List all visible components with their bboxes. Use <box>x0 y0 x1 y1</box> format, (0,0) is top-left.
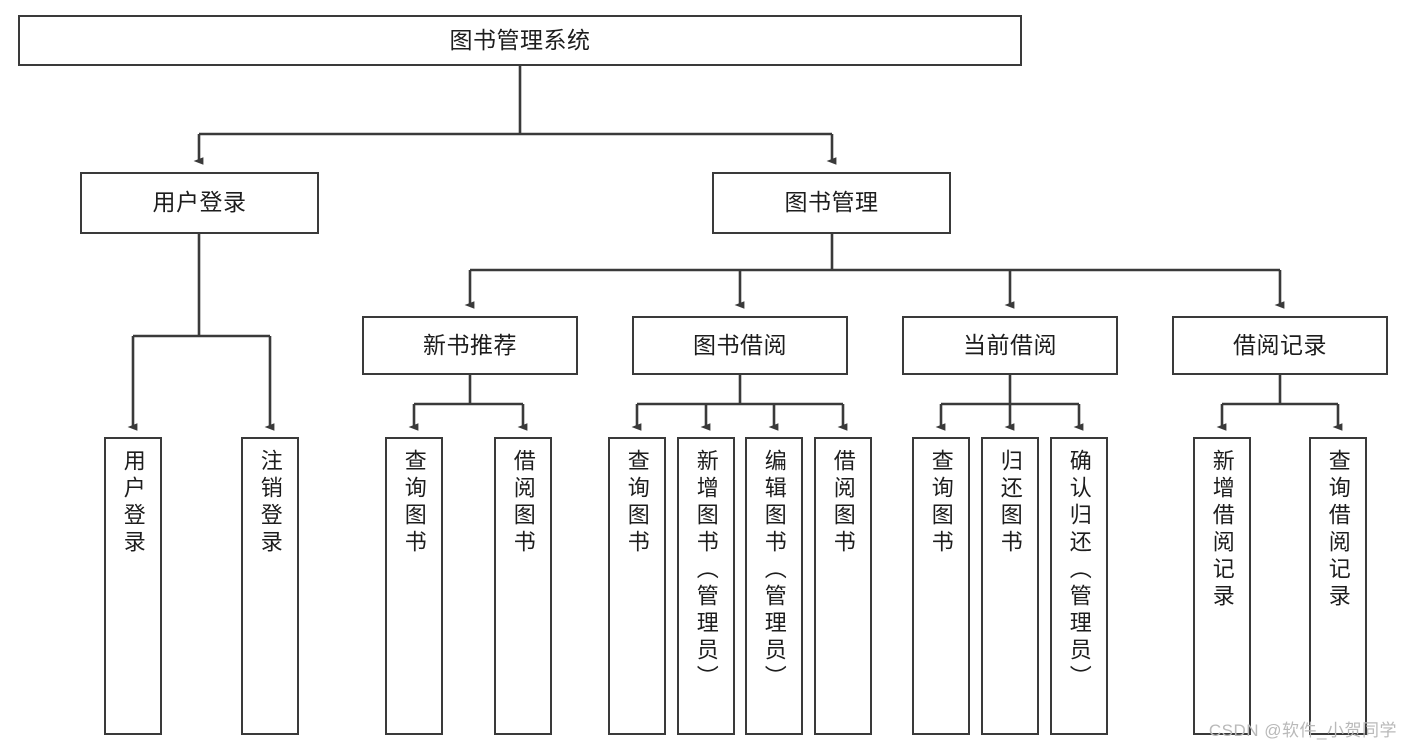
leaf-label: 确认归还（管理员） <box>1066 449 1092 692</box>
leaf-label: 查询图书 <box>928 449 954 557</box>
node-new-book-recommend[interactable]: 新书推荐 <box>362 316 578 375</box>
leaf-label: 归还图书 <box>997 449 1023 557</box>
node-label: 借阅记录 <box>1233 331 1327 358</box>
leaf-borrow-record-query-record[interactable]: 查询借阅记录 <box>1309 437 1367 735</box>
node-label: 图书管理系统 <box>449 26 591 53</box>
leaf-current-borrow-return-book[interactable]: 归还图书 <box>981 437 1039 735</box>
watermark: CSDN @软件_小贺同学 <box>1208 721 1397 740</box>
node-label: 当前借阅 <box>963 331 1057 358</box>
leaf-book-borrow-edit-book-admin[interactable]: 编辑图书（管理员） <box>745 437 803 735</box>
node-current-borrow[interactable]: 当前借阅 <box>902 316 1118 375</box>
node-label: 图书借阅 <box>693 331 787 358</box>
leaf-label: 注销登录 <box>257 449 283 557</box>
leaf-label: 新增图书（管理员） <box>693 449 719 692</box>
leaf-label: 编辑图书（管理员） <box>761 449 787 692</box>
leaf-current-borrow-query-book[interactable]: 查询图书 <box>912 437 970 735</box>
leaf-book-borrow-add-book-admin[interactable]: 新增图书（管理员） <box>677 437 735 735</box>
leaf-label: 借阅图书 <box>830 449 856 557</box>
node-root-book-management-system[interactable]: 图书管理系统 <box>18 15 1022 66</box>
node-label: 用户登录 <box>152 189 247 216</box>
leaf-label: 新增借阅记录 <box>1209 449 1235 611</box>
leaf-label: 查询借阅记录 <box>1325 449 1351 611</box>
node-book-borrow[interactable]: 图书借阅 <box>632 316 848 375</box>
leaf-label: 借阅图书 <box>510 449 536 557</box>
node-user-login[interactable]: 用户登录 <box>80 172 319 234</box>
leaf-borrow-record-add-record[interactable]: 新增借阅记录 <box>1193 437 1251 735</box>
leaf-new-book-borrow-book[interactable]: 借阅图书 <box>494 437 552 735</box>
leaf-user-login-login[interactable]: 用户登录 <box>104 437 162 735</box>
leaf-book-borrow-query-book[interactable]: 查询图书 <box>608 437 666 735</box>
leaf-new-book-query-book[interactable]: 查询图书 <box>385 437 443 735</box>
node-book-management[interactable]: 图书管理 <box>712 172 951 234</box>
leaf-book-borrow-borrow-book[interactable]: 借阅图书 <box>814 437 872 735</box>
leaf-label: 查询图书 <box>401 449 427 557</box>
node-label: 新书推荐 <box>423 331 517 358</box>
leaf-user-login-logout[interactable]: 注销登录 <box>241 437 299 735</box>
node-label: 图书管理 <box>784 189 879 216</box>
leaf-label: 用户登录 <box>120 449 146 557</box>
leaf-current-borrow-confirm-return-admin[interactable]: 确认归还（管理员） <box>1050 437 1108 735</box>
node-borrow-record[interactable]: 借阅记录 <box>1172 316 1388 375</box>
leaf-label: 查询图书 <box>624 449 650 557</box>
